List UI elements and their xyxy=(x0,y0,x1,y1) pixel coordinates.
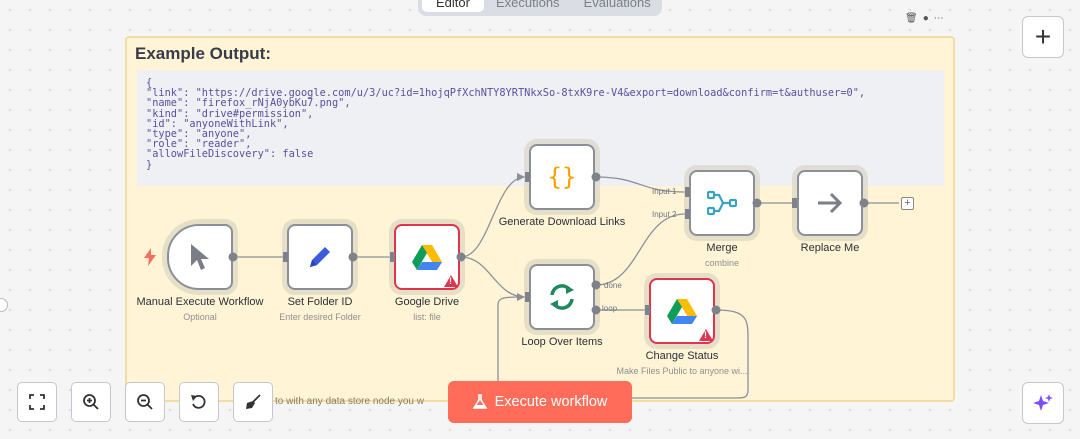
zoom-in-icon xyxy=(83,394,99,410)
node-label: Generate Download Links xyxy=(498,216,626,228)
code-braces-icon: {} xyxy=(547,163,577,191)
warning-icon: ! xyxy=(444,275,458,287)
ai-assistant-button[interactable] xyxy=(1022,382,1064,424)
node-subtitle: Make Files Public to anyone wi... xyxy=(616,366,748,376)
arrow-right-icon xyxy=(818,192,843,214)
tab-editor[interactable]: Editor xyxy=(422,0,484,12)
warning-icon: ! xyxy=(699,329,713,341)
sticky-note-text: to with any data store node you w xyxy=(275,396,424,407)
node-loop-over-items[interactable] xyxy=(529,264,595,330)
connection-loop-merge xyxy=(595,213,686,286)
node-label: Replace Me xyxy=(800,242,860,254)
node-subtitle: Enter desired Folder xyxy=(279,312,361,322)
fit-view-icon xyxy=(29,394,45,410)
node-label: Manual Execute Workflow xyxy=(136,296,264,308)
palette-icon[interactable]: ● xyxy=(922,13,934,24)
connection-generate-merge xyxy=(595,176,686,193)
loop-arrows-icon xyxy=(550,284,574,310)
reset-zoom-button[interactable] xyxy=(179,382,219,422)
sparkle-icon xyxy=(1033,394,1053,411)
zoom-to-fit-button[interactable] xyxy=(17,382,57,422)
node-replace-me[interactable] xyxy=(797,170,863,236)
more-icon[interactable]: ⋯ xyxy=(933,13,949,24)
connection-drive-generate xyxy=(460,176,526,258)
connection-drive-loop xyxy=(460,256,526,298)
tidy-up-button[interactable] xyxy=(233,382,273,422)
node-subtitle: list: file xyxy=(413,312,441,322)
google-drive-icon xyxy=(667,298,697,324)
sticky-note-actions[interactable]: 🗑●⋯ xyxy=(905,13,949,24)
trash-icon[interactable]: 🗑 xyxy=(905,13,923,24)
node-label: Loop Over Items xyxy=(521,336,603,348)
tab-executions[interactable]: Executions xyxy=(495,0,560,10)
google-drive-icon xyxy=(412,244,442,270)
port-label-input2: Input 2 xyxy=(652,210,677,219)
node-label: Merge xyxy=(706,242,738,254)
node-label: Change Status xyxy=(645,350,719,362)
port-label-loop: loop xyxy=(602,304,618,313)
code-content: { "link": "https://drive.google.com/u/3/… xyxy=(146,77,866,171)
broom-icon xyxy=(246,394,261,409)
zoom-out-icon xyxy=(137,394,153,410)
execute-workflow-label: Execute workflow xyxy=(494,394,608,410)
node-set-folder-id[interactable] xyxy=(287,224,353,290)
zoom-out-button[interactable] xyxy=(125,382,165,422)
undo-icon xyxy=(191,394,206,409)
merge-icon xyxy=(707,190,737,216)
pencil-icon xyxy=(310,247,330,267)
node-subtitle: Optional xyxy=(183,312,217,322)
view-tabs: Editor Executions Evaluations xyxy=(418,0,662,16)
sticky-note-title: Example Output: xyxy=(135,44,272,63)
port-label-done: done xyxy=(604,281,622,290)
add-node-button[interactable]: + xyxy=(1022,16,1064,58)
execute-workflow-button[interactable]: Execute workflow xyxy=(448,381,632,423)
add-node-plus-icon[interactable]: + xyxy=(901,197,914,210)
node-label: Google Drive xyxy=(394,296,460,308)
trigger-bolt-icon xyxy=(144,248,156,271)
zoom-in-button[interactable] xyxy=(71,382,111,422)
node-merge[interactable] xyxy=(689,170,755,236)
node-subtitle: combine xyxy=(704,258,740,268)
tab-evaluations[interactable]: Evaluations xyxy=(583,0,651,10)
port-label-input1: Input 1 xyxy=(652,187,677,196)
node-generate-download-links[interactable]: {} xyxy=(529,144,595,210)
node-label: Set Folder ID xyxy=(287,296,353,308)
node-manual-execute-workflow[interactable] xyxy=(167,224,233,290)
flask-icon xyxy=(472,394,487,409)
cursor-icon xyxy=(191,244,209,270)
